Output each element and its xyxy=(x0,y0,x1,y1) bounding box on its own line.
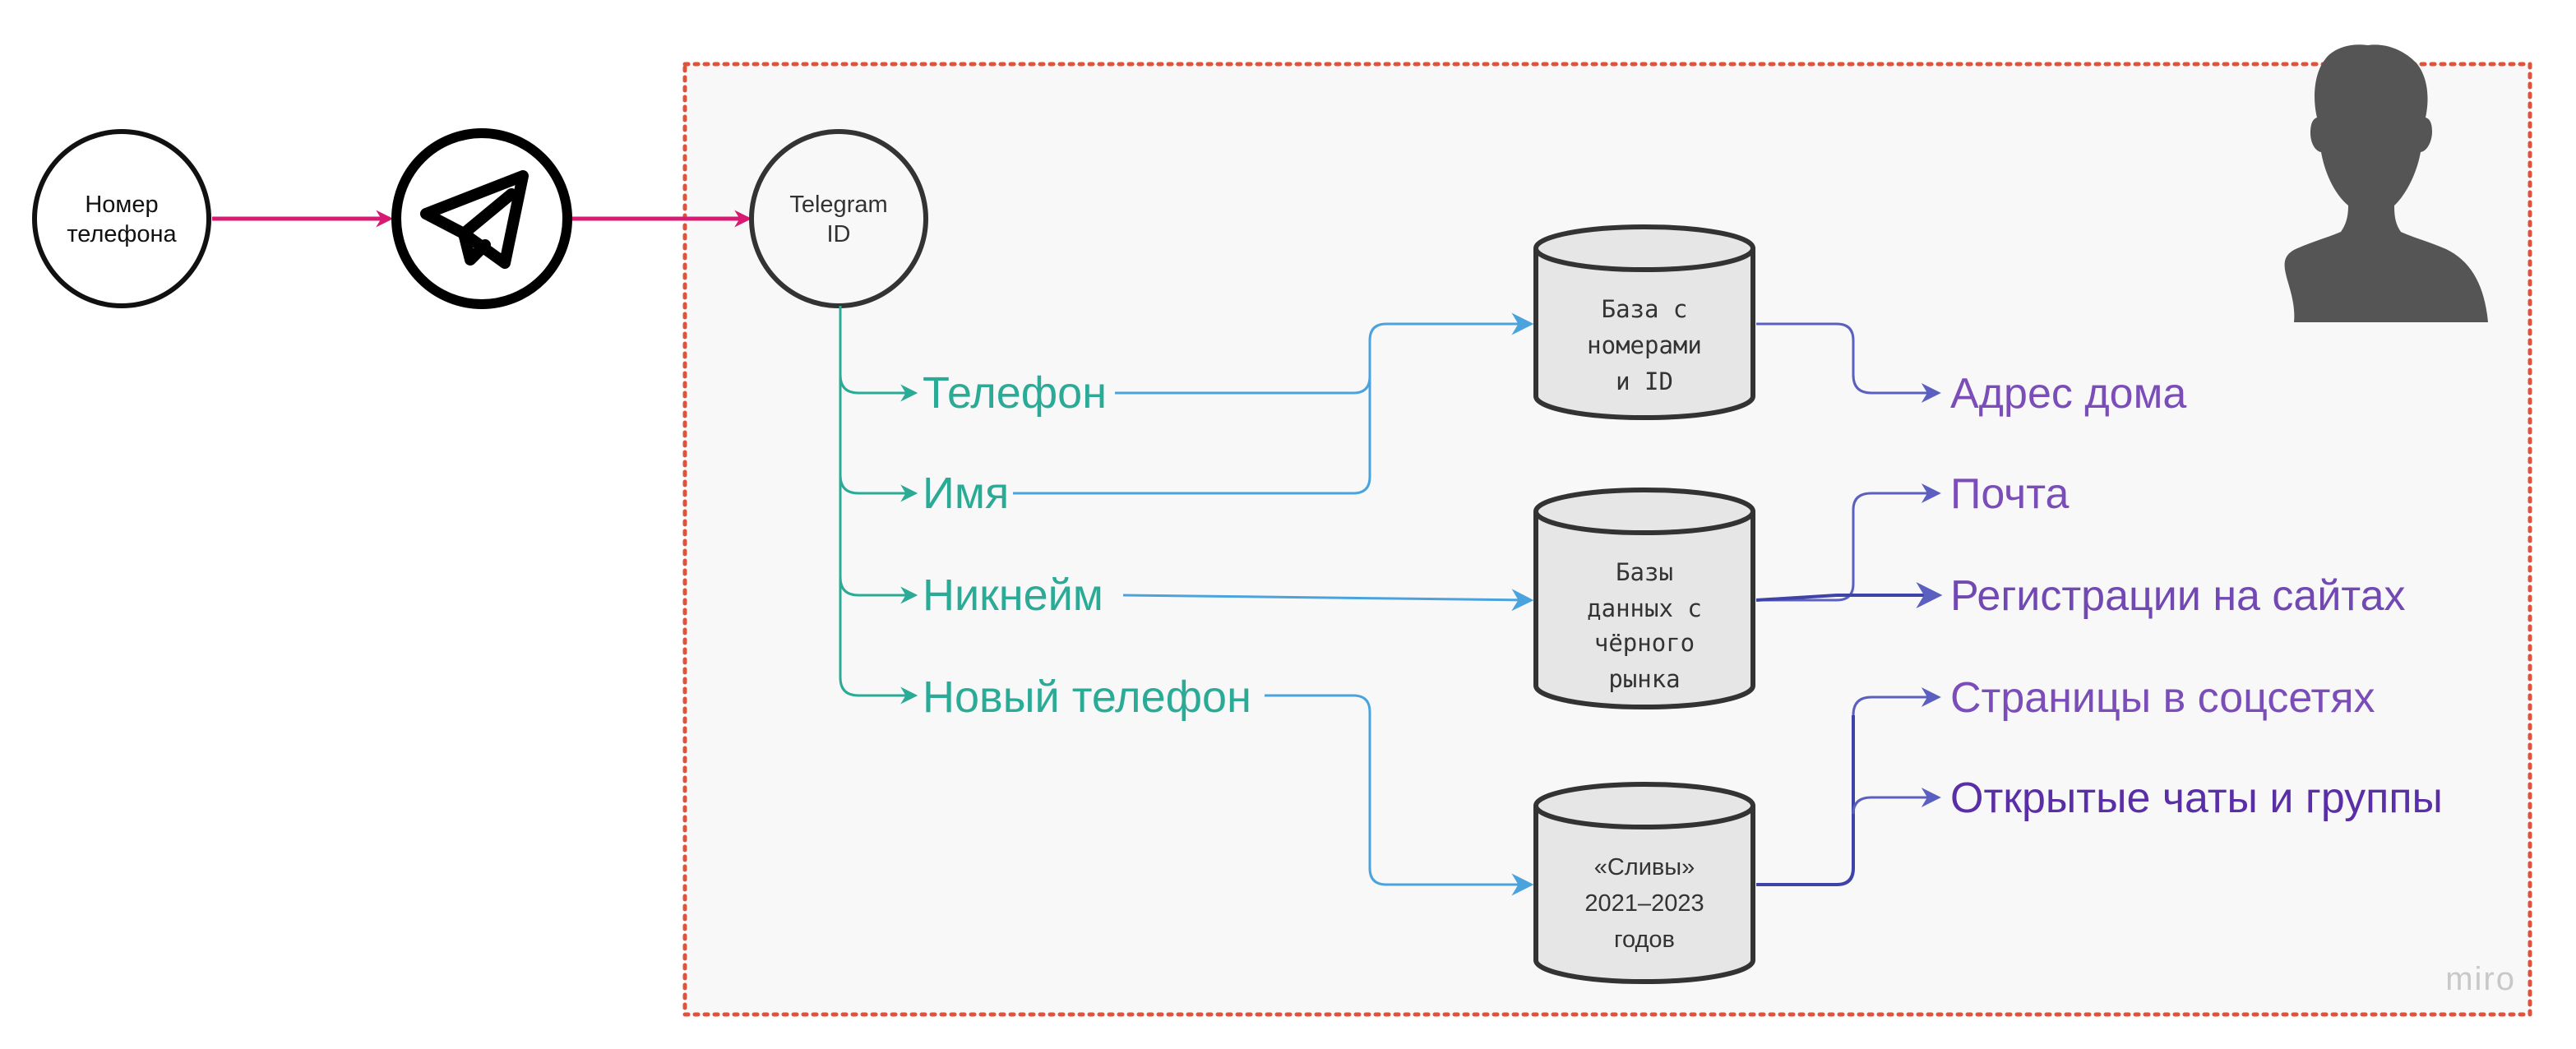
database-3-line3: годов xyxy=(1614,927,1675,953)
telegram-id-node: Telegram ID xyxy=(749,129,928,308)
phone-number-node: Номер телефона xyxy=(32,129,211,308)
result-home-address: Адрес дома xyxy=(1950,370,2186,418)
person-silhouette-icon xyxy=(2284,44,2488,323)
database-2-line4: рынка xyxy=(1608,665,1680,693)
result-site-registrations: Регистрации на сайтах xyxy=(1950,572,2406,620)
database-3-line1: «Сливы» xyxy=(1594,854,1695,880)
teal-connectors xyxy=(839,306,918,705)
database-2: Базы данных с чёрного рынка xyxy=(1533,488,1755,709)
database-1: База с номерами и ID xyxy=(1533,224,1755,420)
database-1-line3: и ID xyxy=(1616,367,1673,395)
indigo-connectors xyxy=(1755,322,1943,886)
database-2-line1: Базы xyxy=(1616,558,1673,586)
result-open-chats: Открытые чаты и группы xyxy=(1950,774,2443,822)
database-1-line1: База с xyxy=(1602,295,1688,323)
attribute-name: Имя xyxy=(923,469,1009,518)
telegram-id-label-line2: ID xyxy=(827,221,851,247)
telegram-node[interactable] xyxy=(391,128,572,309)
miro-watermark: miro xyxy=(2445,961,2516,997)
blue-connectors xyxy=(1013,312,1534,896)
phone-number-label-line1: Номер xyxy=(85,192,158,218)
telegram-plane-icon xyxy=(420,170,529,269)
attribute-phone: Телефон xyxy=(923,368,1107,418)
telegram-id-label-line1: Telegram xyxy=(789,192,887,218)
database-3-line2: 2021–2023 xyxy=(1584,890,1704,917)
database-2-line3: чёрного xyxy=(1594,629,1695,657)
result-email: Почта xyxy=(1950,470,2069,518)
database-3: «Сливы» 2021–2023 годов xyxy=(1533,782,1755,984)
attribute-nickname: Никнейм xyxy=(923,571,1103,620)
database-1-line2: номерами xyxy=(1587,331,1702,359)
result-social-pages: Страницы в соцсетях xyxy=(1950,674,2375,722)
database-2-line2: данных с xyxy=(1587,594,1702,622)
attribute-new-phone: Новый телефон xyxy=(923,672,1251,722)
phone-number-label-line2: телефона xyxy=(67,221,177,247)
